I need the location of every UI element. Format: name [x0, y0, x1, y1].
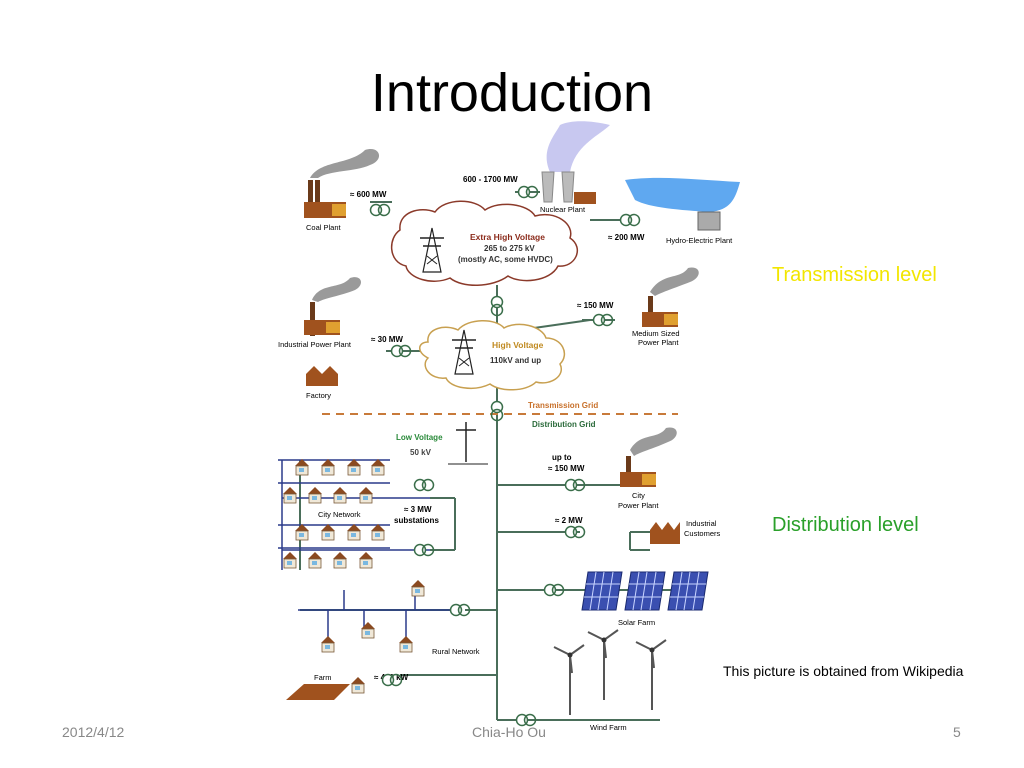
substations-line1: ≈ 3 MW [404, 505, 432, 514]
hv-range: 110kV and up [490, 356, 541, 365]
transmission-level-annotation: Transmission level [772, 264, 937, 286]
wind-farm: Wind Farm [515, 629, 667, 732]
low-voltage-title: Low Voltage [396, 433, 443, 442]
distribution-grid-label: Distribution Grid [532, 420, 596, 429]
low-voltage: Low Voltage 50 kV [396, 422, 488, 465]
substations-line2: substations [394, 516, 439, 525]
factory: Factory [306, 366, 338, 400]
medium-plant-label1: Medium Sized [632, 329, 680, 338]
extra-high-voltage-cloud: Extra High Voltage 265 to 275 kV (mostly… [391, 200, 579, 286]
wind-farm-label: Wind Farm [590, 723, 627, 732]
footer-author: Chia-Ho Ou [472, 724, 546, 740]
slide-title: Introduction [370, 63, 654, 123]
coal-plant-label: Coal Plant [306, 223, 342, 232]
rural-network: Rural Network [298, 579, 480, 656]
high-voltage-cloud: High Voltage 110kV and up [419, 320, 566, 391]
farm: Farm ≈ 400 kW [286, 673, 409, 700]
medium-power-plant: Medium Sized Power Plant ≈ 150 MW [577, 267, 699, 347]
industrial-power-plant-power: ≈ 30 MW [371, 335, 403, 344]
hydro-plant-power: ≈ 200 MW [608, 233, 645, 242]
substations: ≈ 3 MW substations [394, 478, 439, 557]
footer-date: 2012/4/12 [62, 724, 125, 740]
footer-page-number: 5 [953, 724, 961, 740]
city-plant-power2: ≈ 150 MW [548, 464, 585, 473]
city-plant-label1: City [632, 491, 645, 500]
transmission-grid-label: Transmission Grid [528, 401, 598, 410]
industrial-customers-power: ≈ 2 MW [555, 516, 583, 525]
city-plant-power1: up to [552, 453, 572, 462]
hydro-plant: Hydro-Electric Plant ≈ 200 MW [608, 177, 740, 245]
medium-plant-power: ≈ 150 MW [577, 301, 614, 310]
farm-label: Farm [314, 673, 332, 682]
ehv-range: 265 to 275 kV [484, 244, 535, 253]
city-network-label: City Network [318, 510, 361, 519]
nuclear-plant-label: Nuclear Plant [540, 205, 586, 214]
industrial-power-plant-label: Industrial Power Plant [278, 340, 352, 349]
industrial-customers-label1: Industrial [686, 519, 717, 528]
industrial-power-plant: Industrial Power Plant ≈ 30 MW [278, 277, 412, 358]
factory-label: Factory [306, 391, 331, 400]
coal-plant: Coal Plant ≈ 600 MW [304, 148, 391, 232]
city-network: City Network [278, 458, 430, 570]
city-power-plant: up to ≈ 150 MW City Power Plant [548, 427, 677, 510]
hv-title: High Voltage [492, 340, 544, 350]
nuclear-plant-power: 600 - 1700 MW [463, 175, 518, 184]
city-plant-label2: Power Plant [618, 501, 659, 510]
power-grid-diagram: Coal Plant ≈ 600 MW Nuclear Plant 600 - … [278, 121, 740, 732]
industrial-customers: Industrial Customers ≈ 2 MW [555, 516, 721, 544]
industrial-customers-label2: Customers [684, 529, 721, 538]
ehv-title: Extra High Voltage [470, 232, 545, 242]
rural-network-label: Rural Network [432, 647, 480, 656]
low-voltage-value: 50 kV [410, 448, 432, 457]
ehv-note: (mostly AC, some HVDC) [458, 255, 553, 264]
nuclear-plant: Nuclear Plant 600 - 1700 MW [463, 121, 610, 214]
solar-farm: Solar Farm [543, 571, 709, 627]
distribution-level-annotation: Distribution level [772, 514, 919, 536]
medium-plant-label2: Power Plant [638, 338, 679, 347]
source-note: This picture is obtained from Wikipedia [723, 663, 964, 679]
coal-plant-power: ≈ 600 MW [350, 190, 387, 199]
solar-farm-label: Solar Farm [618, 618, 655, 627]
hydro-plant-label: Hydro-Electric Plant [666, 236, 733, 245]
